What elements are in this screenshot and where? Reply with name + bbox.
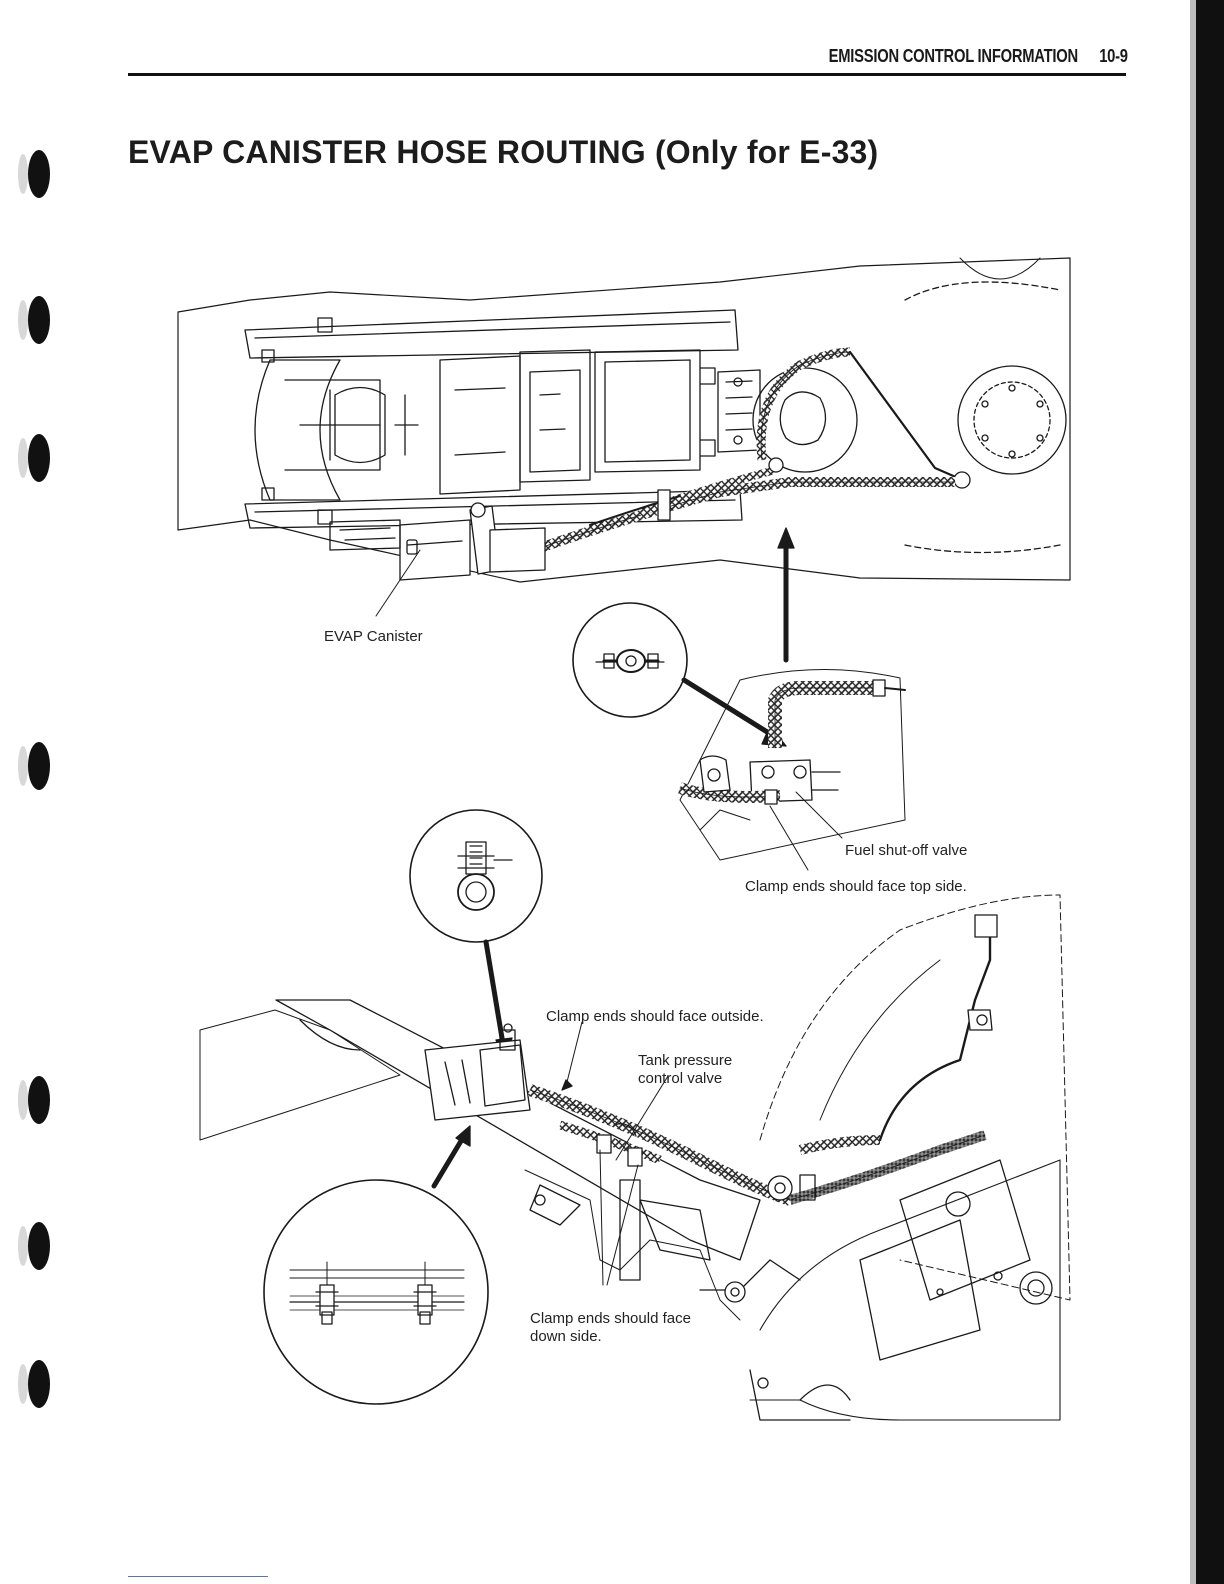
label-clamp-down-line1: Clamp ends should face (530, 1310, 691, 1328)
label-clamp-down-line2: down side. (530, 1328, 691, 1346)
label-evap-canister: EVAP Canister (324, 628, 423, 646)
label-clamp-down-side: Clamp ends should face down side. (530, 1310, 691, 1346)
label-tank-pressure-line1: Tank pressure (638, 1052, 732, 1070)
detail-circle-top (573, 603, 786, 746)
label-clamp-top-side: Clamp ends should face top side. (745, 878, 967, 896)
label-tank-pressure-control-valve: Tank pressure control valve (638, 1052, 732, 1088)
label-clamp-outside: Clamp ends should face outside. (546, 1008, 764, 1026)
footer-rule (128, 1576, 268, 1577)
label-fuel-shutoff-valve: Fuel shut-off valve (845, 842, 967, 860)
label-tank-pressure-line2: control valve (638, 1070, 732, 1088)
top-view (178, 258, 1070, 660)
detail-circle-bottom (264, 1180, 488, 1404)
detail-circle-middle (410, 810, 542, 1062)
